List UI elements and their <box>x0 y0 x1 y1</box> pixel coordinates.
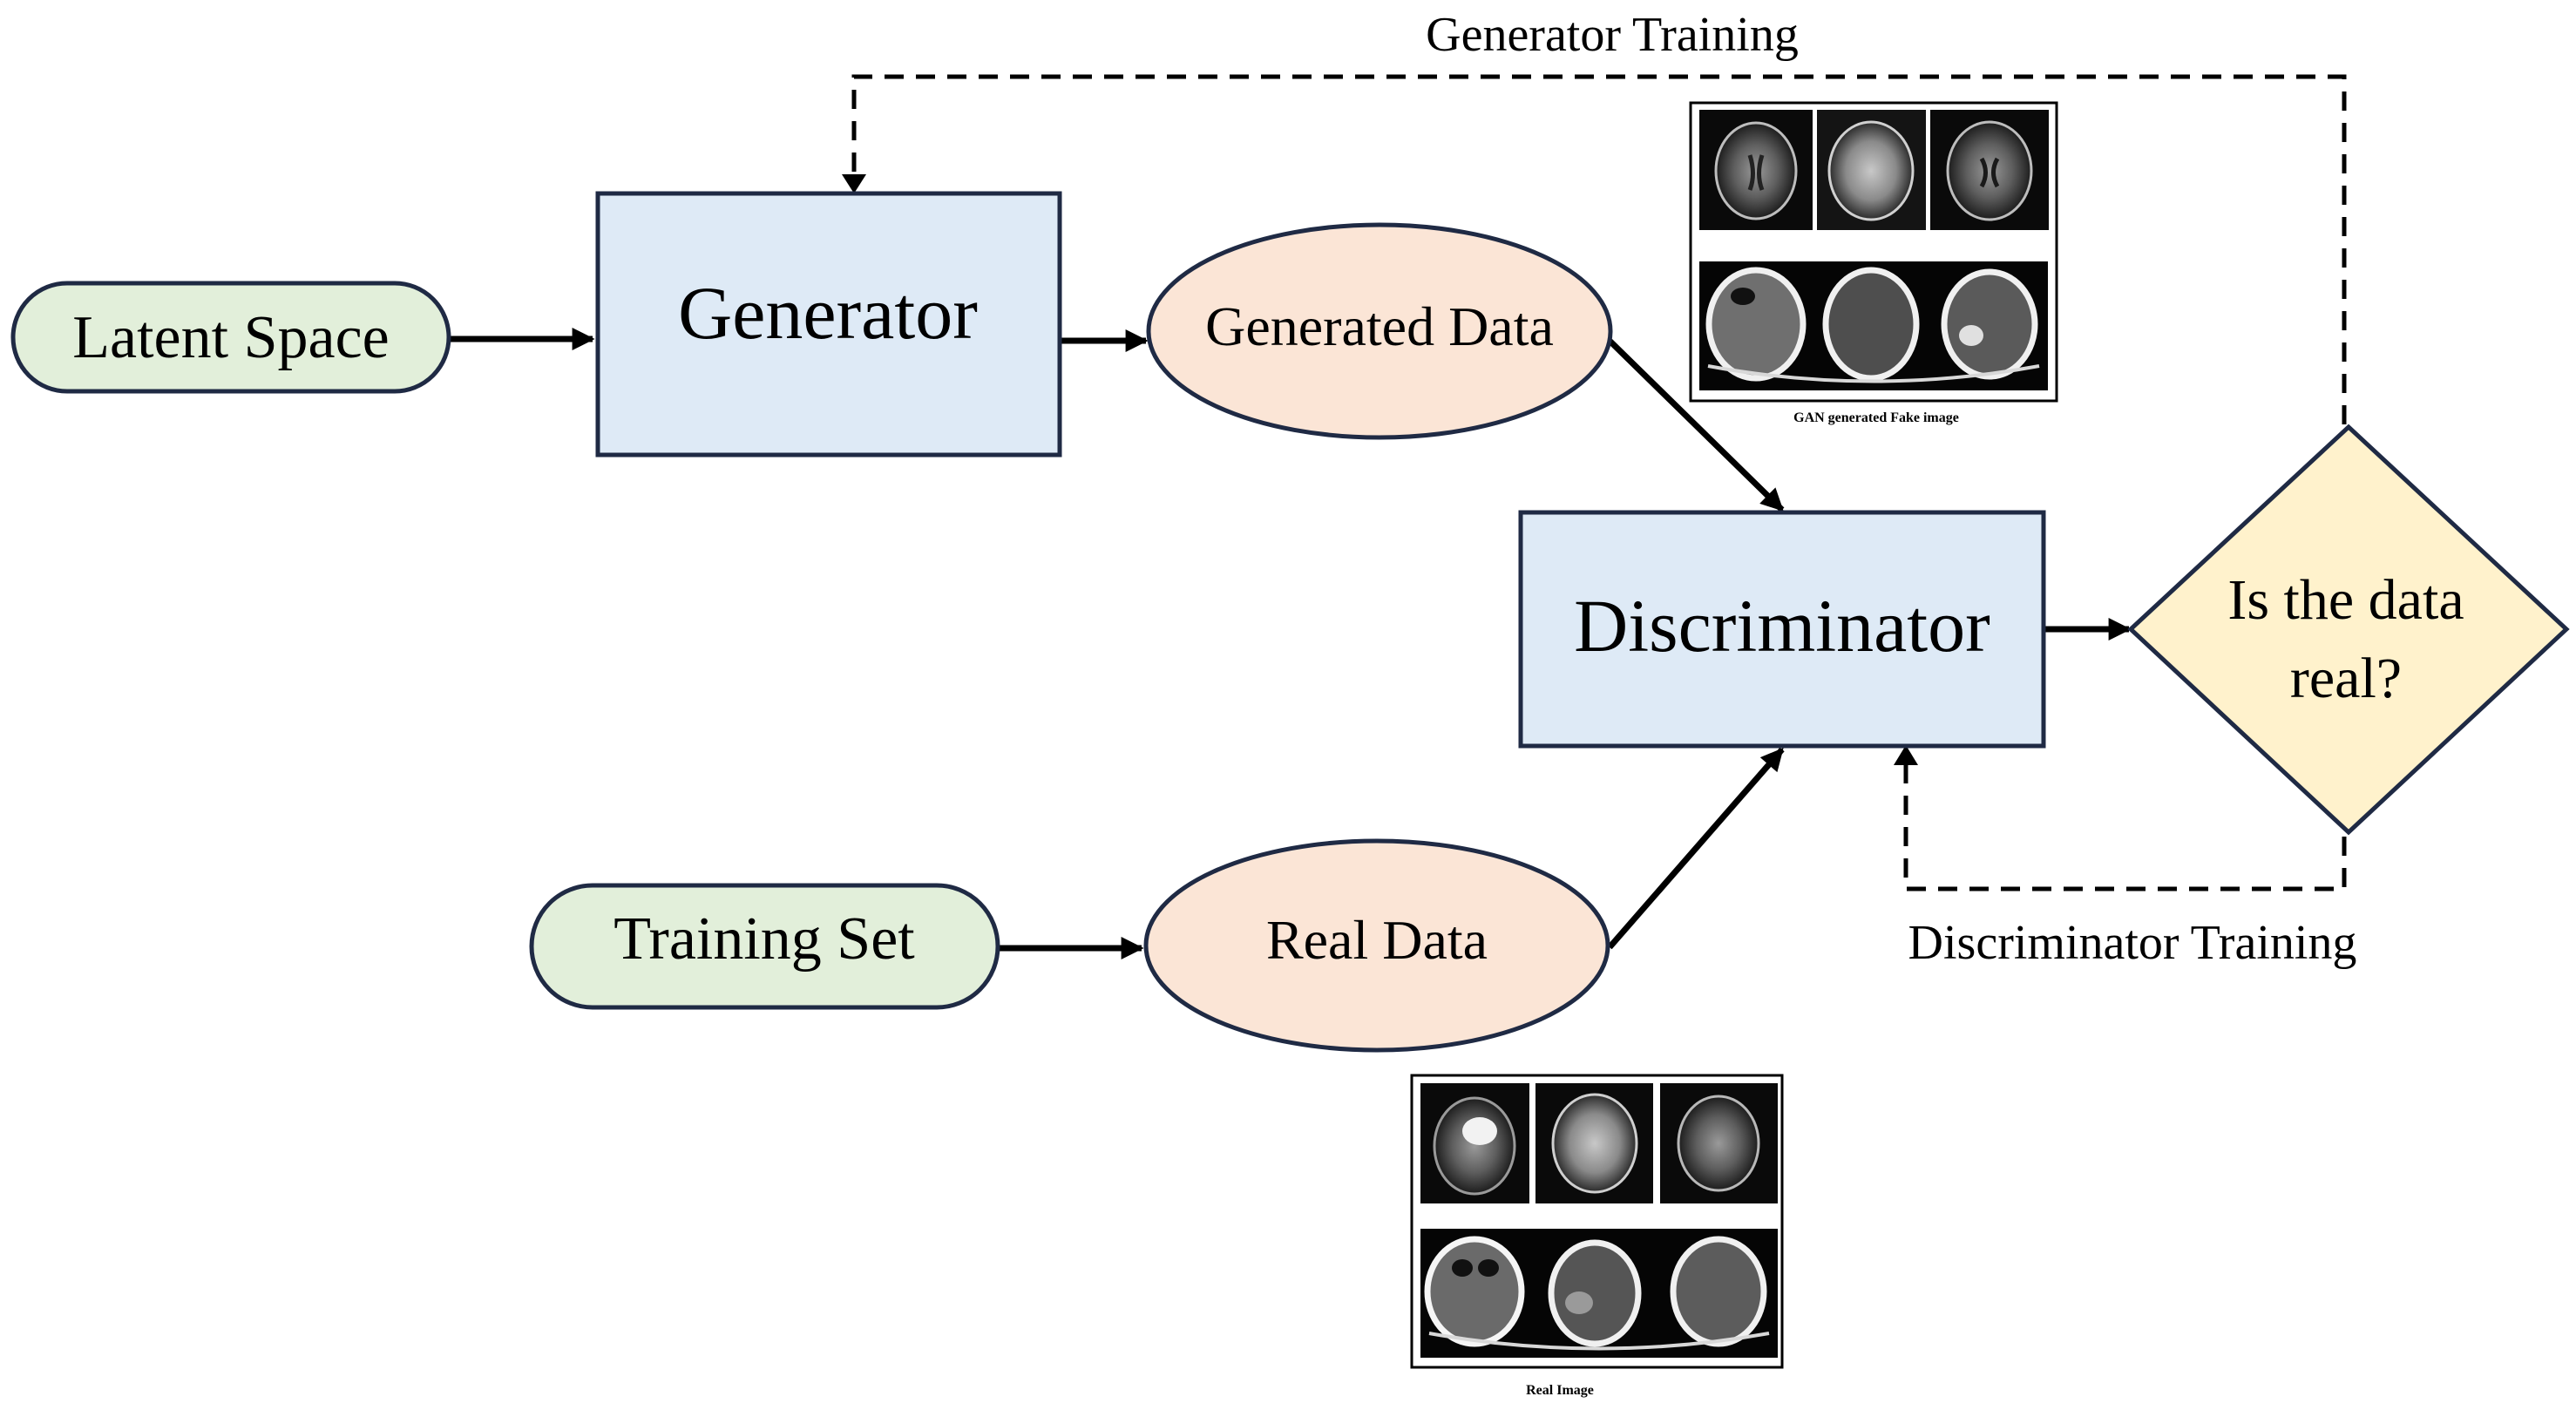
training-set-shape <box>529 883 1000 1010</box>
fake-ct-table-arc <box>1707 364 2040 383</box>
generator-node: Generator <box>595 191 1062 458</box>
real-ct-table-arc <box>1428 1332 1770 1351</box>
decision-label-line1: Is the data <box>2227 568 2464 632</box>
discriminator-training-arrowhead <box>1894 745 1918 765</box>
generated-data-label: Generated Data <box>1205 295 1554 357</box>
generated-data-node: Generated Data <box>1146 222 1613 440</box>
real-data-node: Real Data <box>1143 838 1610 1053</box>
real-ct-1-orbit-left <box>1452 1259 1473 1277</box>
fake-image-panel: GAN generated Fake image <box>1689 101 2058 425</box>
real-mri-1-brain <box>1433 1096 1516 1196</box>
latent-space-shape <box>10 281 451 394</box>
fake-ct-3-lesion <box>1959 325 1983 346</box>
fake-ct-1-skull <box>1705 267 1807 382</box>
fake-ct-2-skull <box>1822 267 1920 382</box>
real-data-shape <box>1143 838 1610 1053</box>
real-data-label: Real Data <box>1266 909 1488 971</box>
training-set-node: Training Set <box>529 883 1000 1010</box>
fake-mri-1-brain <box>1714 121 1798 220</box>
real-ct-2-skull <box>1548 1239 1642 1347</box>
latent-space-node: Latent Space <box>10 281 451 394</box>
generator-training-arrowhead <box>842 174 866 193</box>
latent-space-label: Latent Space <box>72 304 389 371</box>
training-set-label: Training Set <box>613 905 915 973</box>
generated-data-shape <box>1146 222 1613 440</box>
fake-image-caption: GAN generated Fake image <box>1793 410 1959 425</box>
generator-shape <box>595 191 1062 458</box>
fake-mri-3-ventricle <box>1979 157 2000 188</box>
fake-mri-1-ventricle <box>1747 154 1765 191</box>
decision-node: Is the data real? <box>2127 424 2570 836</box>
real-mri-3-brain <box>1677 1095 1760 1192</box>
fake-mri-3-brain <box>1946 120 2033 221</box>
real-ct-1-skull <box>1424 1236 1525 1347</box>
generator-training-label: Generator Training <box>1426 8 1799 62</box>
decision-shape <box>2127 424 2570 836</box>
decision-label-line2: real? <box>2290 647 2402 710</box>
arrow-generated-data-to-discriminator <box>1607 338 1785 512</box>
real-image-caption: Real Image <box>1526 1383 1594 1398</box>
fake-mri-2-brain <box>1827 120 1915 221</box>
discriminator-shape <box>1518 510 2046 749</box>
generator-training-loop <box>851 74 2347 424</box>
real-image-panel: Real Image <box>1410 1074 1784 1398</box>
discriminator-label: Discriminator <box>1574 584 1990 668</box>
real-mri-1-tumor <box>1462 1117 1497 1145</box>
fake-ct-1-dark <box>1731 288 1755 305</box>
arrow-real-data-to-discriminator <box>1607 747 1785 950</box>
fake-ct-3-skull <box>1941 268 2038 380</box>
discriminator-training-label: Discriminator Training <box>1908 916 2357 970</box>
generator-label: Generator <box>678 271 978 355</box>
real-ct-1-orbit-right <box>1478 1259 1499 1277</box>
real-ct-3-skull <box>1670 1236 1767 1347</box>
real-ct-2-lesion <box>1565 1291 1593 1314</box>
discriminator-node: Discriminator <box>1518 510 2046 749</box>
real-mri-2-brain <box>1551 1093 1638 1194</box>
connectors <box>451 328 2132 959</box>
discriminator-training-loop <box>1903 763 2347 891</box>
